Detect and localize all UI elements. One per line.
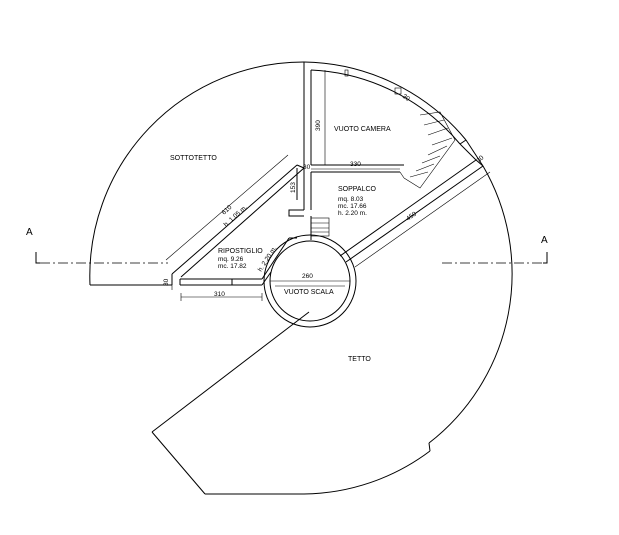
ripostiglio-right-wall-a: [261, 237, 290, 280]
wall-610-inner: [180, 167, 305, 278]
right-wall-b: [465, 139, 484, 167]
roof-bottom-arc: [303, 450, 431, 495]
window-mark-right: [394, 87, 402, 95]
soppalco-area: mq. 8.03: [338, 196, 364, 203]
dim-330: 330: [350, 161, 361, 168]
soppalco-volume: mc. 17.66: [338, 203, 367, 210]
dim-30-corner: 30: [303, 164, 311, 171]
dim-390: 390: [315, 120, 322, 131]
wall-450-inner: [339, 159, 477, 257]
section-mark-right: A: [541, 235, 548, 246]
dim-153: 153: [290, 182, 297, 193]
right-wall-c: [475, 159, 484, 167]
small-stair: [310, 217, 330, 237]
ripostiglio-volume: mc. 17.82: [218, 263, 247, 270]
roof-lower-left-edge: [151, 431, 206, 495]
dim-30-right: 30: [475, 154, 485, 164]
window-mark-top: [344, 69, 349, 77]
soppalco-height: h. 2.20 m.: [338, 210, 367, 217]
wall-610-outer: [171, 164, 298, 275]
wall-450-outer: [345, 165, 484, 263]
outer-roof-arc: [89, 61, 305, 286]
label-ripostiglio: RIPOSTIGLIO: [218, 248, 263, 255]
section-arrow-left: [35, 252, 40, 264]
label-soppalco: SOPPALCO: [338, 186, 377, 193]
roof-bottom-right-edge: [428, 442, 431, 452]
dim-30-left: 30: [163, 278, 170, 286]
label-sottotetto: SOTTOTETTO: [170, 155, 217, 162]
label-vuoto-camera: VUOTO CAMERA: [334, 126, 391, 133]
wall-610-cap: [296, 164, 305, 169]
stair-treads: [399, 111, 456, 189]
soppalco-notch: [288, 209, 304, 217]
camera-wall-arc-outer: [303, 61, 467, 141]
dim-610-line: [165, 154, 289, 261]
ripostiglio-right-wall-b: [261, 271, 272, 286]
label-vuoto-scala: VUOTO SCALA: [284, 289, 334, 296]
section-mark-left: A: [26, 227, 33, 238]
section-arrow-right: [543, 252, 548, 264]
stair-void-outer: [263, 234, 357, 328]
dim-260: 260: [302, 273, 313, 280]
roof-diagonal-edge: [151, 311, 310, 433]
outer-roof-arc-right: [428, 165, 513, 444]
dim-30-top: 30: [401, 93, 411, 103]
dim-450-line: [354, 171, 491, 268]
right-wall-a: [459, 143, 477, 161]
ripostiglio-area: mq. 9.26: [218, 256, 244, 263]
camera-wall-end: [459, 139, 467, 145]
dim-310: 310: [214, 291, 225, 298]
label-tetto: TETTO: [348, 356, 371, 363]
